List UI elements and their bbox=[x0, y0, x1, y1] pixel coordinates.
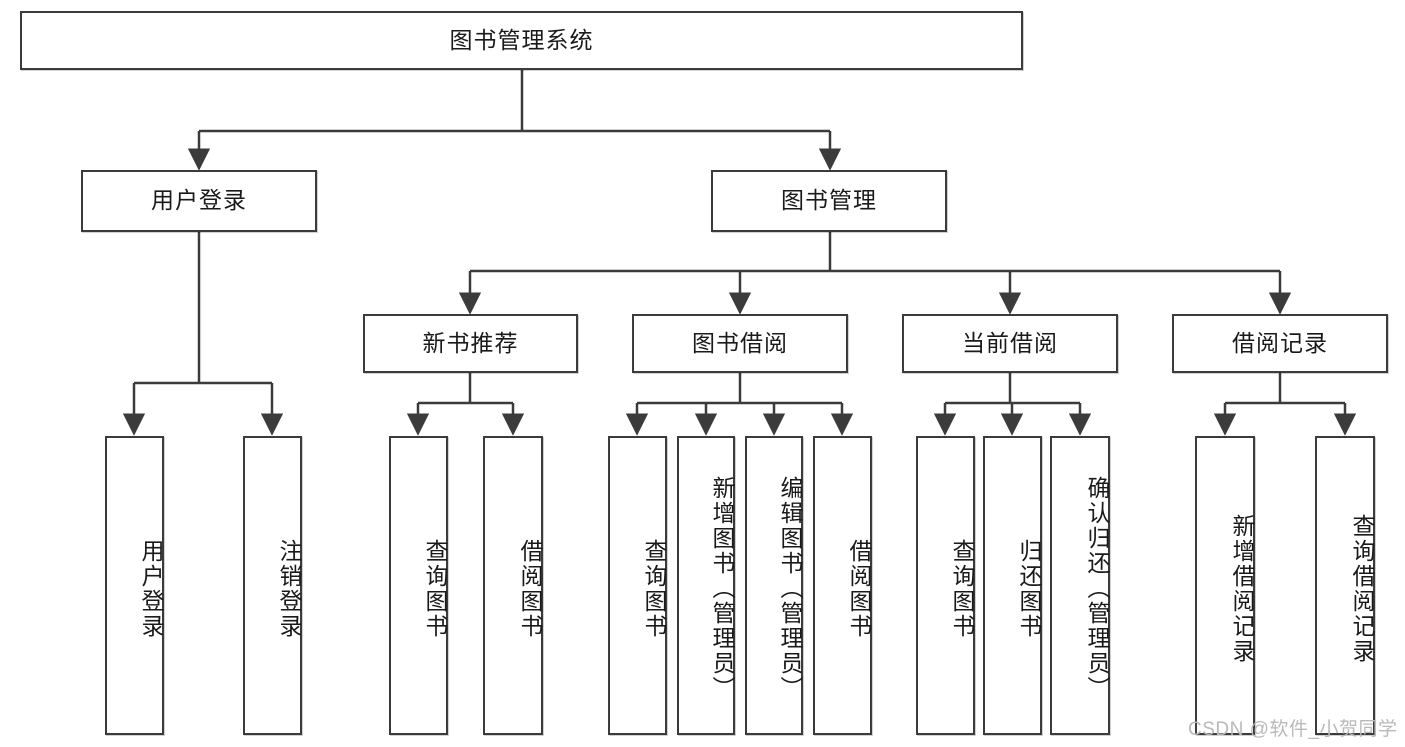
node-current-borrowing[interactable]: 当前借阅 bbox=[902, 314, 1118, 373]
leaf-cb-return-books-label: 归还图书 bbox=[1016, 538, 1042, 639]
leaf-cb-confirm-return-admin-label: 确认归还（管理员） bbox=[1084, 476, 1110, 701]
leaf-br-add-record[interactable]: 新增借阅记录 bbox=[1195, 436, 1255, 735]
leaf-cb-query-books-label: 查询图书 bbox=[949, 538, 975, 639]
node-borrowing-record[interactable]: 借阅记录 bbox=[1172, 314, 1388, 373]
leaf-bb-edit-book-admin-label: 编辑图书（管理员） bbox=[777, 476, 803, 701]
node-root-book-management-system[interactable]: 图书管理系统 bbox=[20, 11, 1023, 70]
leaf-logout-label: 注销登录 bbox=[276, 538, 302, 639]
leaf-bb-borrow-books-label: 借阅图书 bbox=[846, 538, 872, 639]
watermark: CSDN @软件_小贺同学 bbox=[1188, 719, 1398, 740]
node-new-book-recommendation[interactable]: 新书推荐 bbox=[363, 314, 578, 373]
node-book-management-label: 图书管理 bbox=[781, 187, 877, 214]
node-book-borrowing-label: 图书借阅 bbox=[692, 329, 788, 356]
leaf-br-add-record-label: 新增借阅记录 bbox=[1229, 513, 1255, 664]
node-borrowing-record-label: 借阅记录 bbox=[1232, 329, 1328, 356]
leaf-nbr-query-books[interactable]: 查询图书 bbox=[389, 436, 448, 735]
node-book-management[interactable]: 图书管理 bbox=[711, 170, 947, 232]
leaf-br-query-record[interactable]: 查询借阅记录 bbox=[1315, 436, 1375, 735]
node-current-borrowing-label: 当前借阅 bbox=[962, 329, 1058, 356]
leaf-logout[interactable]: 注销登录 bbox=[243, 436, 302, 735]
leaf-bb-add-book-admin[interactable]: 新增图书（管理员） bbox=[677, 436, 735, 735]
node-user-login-label: 用户登录 bbox=[151, 187, 247, 214]
node-user-login[interactable]: 用户登录 bbox=[81, 170, 317, 232]
node-new-book-recommendation-label: 新书推荐 bbox=[422, 329, 519, 356]
leaf-user-login-label: 用户登录 bbox=[138, 538, 164, 639]
leaf-bb-add-book-admin-label: 新增图书（管理员） bbox=[709, 476, 735, 701]
leaf-user-login[interactable]: 用户登录 bbox=[105, 436, 164, 735]
leaf-bb-query-books-label: 查询图书 bbox=[641, 538, 667, 639]
leaf-bb-edit-book-admin[interactable]: 编辑图书（管理员） bbox=[745, 436, 803, 735]
leaf-cb-query-books[interactable]: 查询图书 bbox=[916, 436, 975, 735]
leaf-cb-confirm-return-admin[interactable]: 确认归还（管理员） bbox=[1050, 436, 1110, 735]
leaf-nbr-query-books-label: 查询图书 bbox=[422, 538, 448, 639]
leaf-cb-return-books[interactable]: 归还图书 bbox=[983, 436, 1042, 735]
node-root-label: 图书管理系统 bbox=[449, 26, 594, 53]
leaf-bb-query-books[interactable]: 查询图书 bbox=[608, 436, 667, 735]
node-book-borrowing[interactable]: 图书借阅 bbox=[632, 314, 848, 373]
leaf-bb-borrow-books[interactable]: 借阅图书 bbox=[813, 436, 872, 735]
leaf-nbr-borrow-books-label: 借阅图书 bbox=[517, 538, 543, 639]
leaf-nbr-borrow-books[interactable]: 借阅图书 bbox=[483, 436, 543, 735]
leaf-br-query-record-label: 查询借阅记录 bbox=[1349, 513, 1375, 664]
